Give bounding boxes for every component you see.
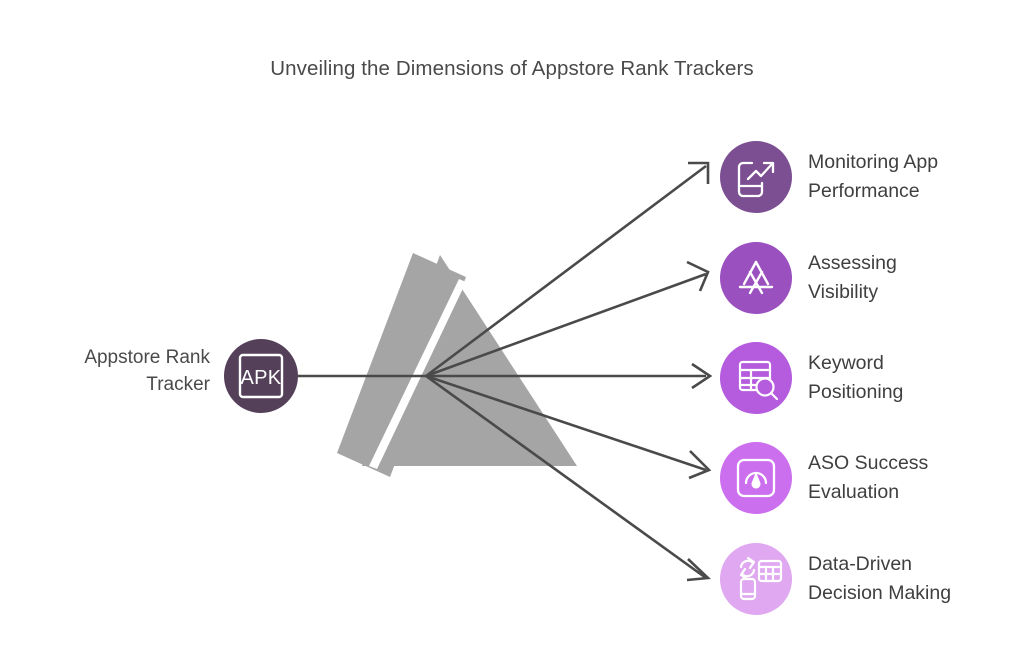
branch-label-5: Data-Driven Decision Making [808,553,952,604]
branch-node-2[interactable] [720,242,792,314]
arrowhead-4 [688,450,712,480]
gauge-needle [751,472,761,489]
branch-label-3: Keyword Positioning [808,352,904,403]
outgoing-rays [425,164,707,580]
ray-2 [425,272,707,378]
arrowhead-3 [691,362,713,390]
arrowhead-2 [686,260,710,292]
phone-trending-up-icon-body [737,161,764,198]
arrowhead-1 [688,161,710,184]
branch-node-3[interactable] [720,342,792,414]
prism-slit [369,279,466,469]
ray-5 [425,374,707,580]
magnifier-lens [755,377,775,397]
source-node[interactable]: APK [224,339,298,413]
source-circle [224,339,298,413]
phone-sync-grid-icon [739,556,783,601]
phone-trending-up-icon-arrow [746,162,774,181]
branch-node-5[interactable] [720,543,792,615]
magnifier-handle [769,391,779,401]
app-store-icon [738,260,774,295]
page-title: Unveiling the Dimensions of Appstore Ran… [270,57,754,80]
branch-node-1[interactable] [720,141,792,213]
branch-circle-1 [720,141,792,213]
source-node-label: Appstore Rank Tracker [84,347,210,395]
apk-package-icon-text: APK [241,367,282,389]
branch-node-4[interactable] [720,442,792,514]
table-search-icon [738,360,779,401]
gauge-square-icon [736,458,776,498]
branch-label-4: ASO Success Evaluation [808,452,929,503]
ray-1 [425,164,707,378]
branch-label-2: Assessing Visibility [808,252,897,303]
ray-arrowheads [686,161,713,582]
branch-label-1: Monitoring App Performance [808,151,939,202]
apk-package-icon-frame [238,353,284,399]
branch-circle-2 [720,242,792,314]
arrowhead-5 [686,558,711,582]
ray-4 [425,374,707,472]
